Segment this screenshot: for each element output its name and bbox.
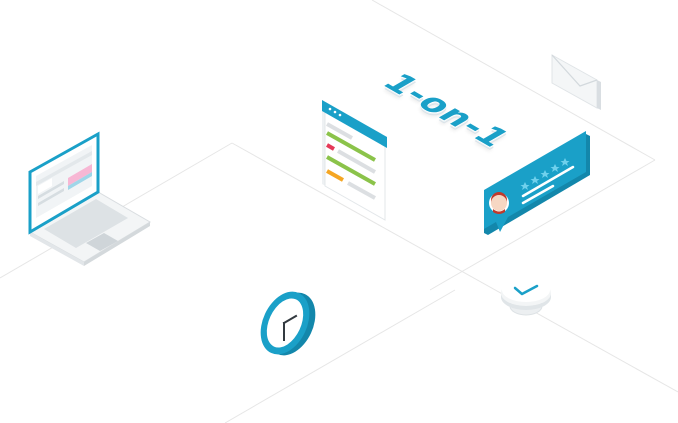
- rating-stars: [520, 158, 570, 190]
